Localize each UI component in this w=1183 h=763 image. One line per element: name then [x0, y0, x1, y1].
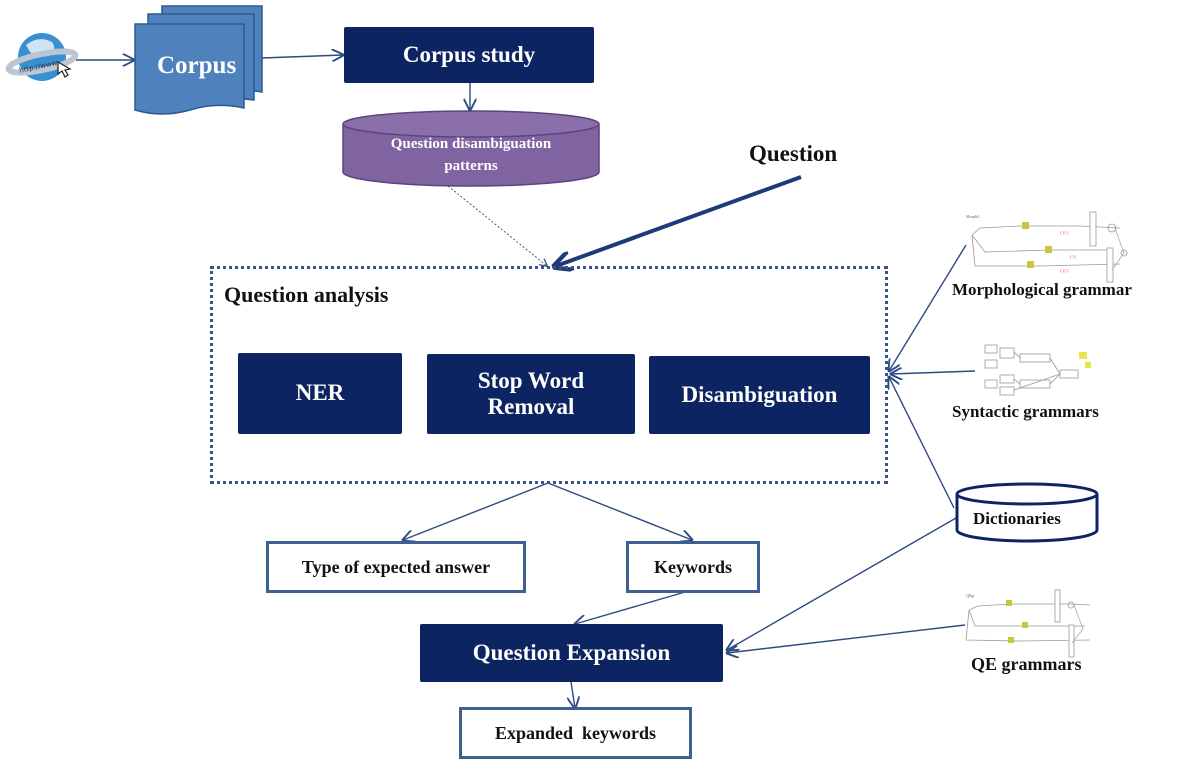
dictionaries-label: Dictionaries — [973, 509, 1061, 528]
disambiguation-step: Disambiguation — [649, 356, 870, 434]
multi-document-icon — [134, 5, 263, 115]
qe-grammars-label: QE grammars — [971, 654, 1082, 674]
edge-dictionaries-expansion — [727, 517, 957, 650]
svg-text:( ) ( ): ( ) ( ) — [1060, 268, 1069, 273]
keywords-label: Keywords — [654, 556, 732, 577]
patterns-label-line1: Question disambiguation — [390, 136, 552, 152]
svg-text:QEgr: QEgr — [966, 593, 975, 598]
syntactic-grammars-label: Syntactic grammars — [952, 402, 1099, 421]
question-expansion-label: Question Expansion — [472, 639, 671, 665]
corpus-study-label: Corpus study — [402, 41, 536, 67]
edge-dictionaries-analysis — [889, 377, 955, 509]
disambiguation-label: Disambiguation — [681, 381, 838, 407]
expected-answer-box: Type of expected answer — [266, 541, 526, 593]
morphological-grammar-graph-icon: MorphG ( ) ( ) ( ) ( ( ) ( ) — [966, 211, 1128, 283]
question-expansion-box: Question Expansion — [420, 624, 723, 682]
edge-analysis-keywords — [547, 482, 692, 540]
edge-keywords-expansion — [575, 589, 693, 624]
stop-word-removal-step: Stop Word Removal — [427, 354, 635, 434]
question-analysis-region — [210, 266, 888, 484]
stop-word-label-line1: Stop Word — [477, 367, 585, 393]
stop-word-label-line2: Removal — [487, 394, 575, 419]
patterns-label: Question disambiguation patterns — [343, 134, 599, 178]
edge-corpus-study — [261, 55, 343, 58]
ner-step: NER — [238, 353, 402, 434]
question-analysis-title: Question analysis — [224, 282, 389, 307]
svg-text:( ) (: ( ) ( — [1070, 254, 1077, 259]
ner-label: NER — [295, 380, 345, 406]
edge-analysis-expected-answer — [403, 482, 549, 540]
edge-question-analysis — [556, 175, 802, 266]
edge-expansion-expanded — [571, 681, 575, 708]
hand-pointer-icon — [57, 60, 72, 78]
edge-morph-analysis — [889, 244, 967, 371]
corpus-study-box: Corpus study — [344, 27, 594, 83]
keywords-box: Keywords — [626, 541, 760, 593]
web-globe-http-icon: http://www — [5, 33, 79, 81]
expanded-keywords-box: Expanded keywords — [459, 707, 692, 759]
corpus-label: Corpus — [157, 52, 237, 79]
syntactic-grammar-graph-icon — [984, 344, 1091, 396]
morphological-grammar-label: Morphological grammar — [952, 280, 1132, 299]
expanded-keywords-label: Expanded keywords — [494, 722, 657, 743]
svg-text:MorphG: MorphG — [966, 214, 980, 219]
patterns-database — [342, 110, 600, 187]
svg-text:( ) ( ): ( ) ( ) — [1060, 230, 1069, 235]
dictionaries-database — [955, 482, 1099, 543]
question-input-label: Question — [749, 141, 838, 166]
edge-qe-grammars-expansion — [727, 624, 966, 653]
expected-answer-label: Type of expected answer — [301, 556, 491, 577]
patterns-label-line2: patterns — [444, 157, 498, 174]
edge-patterns-analysis — [447, 185, 547, 266]
edge-syntactic-analysis — [891, 371, 976, 374]
qe-grammar-graph-icon: QEgr — [965, 589, 1091, 658]
